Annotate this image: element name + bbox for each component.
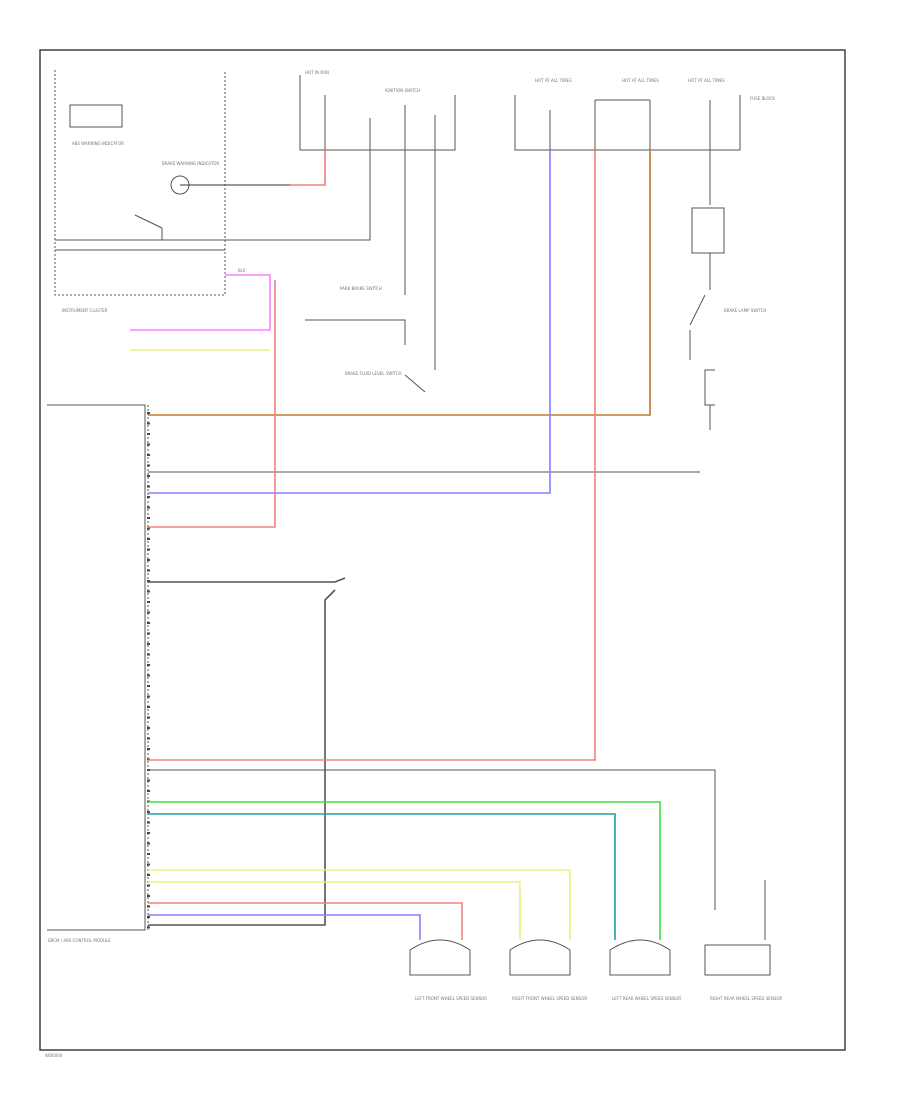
hot-at-all-times-label-3: HOT AT ALL TIMES [688, 78, 725, 83]
ebcm-pin [147, 790, 150, 792]
ebcm-pin [147, 653, 150, 656]
svg-text:BLK: BLK [238, 268, 246, 273]
footer-code: WD0000 [45, 1053, 63, 1058]
ebcm-pin [147, 475, 150, 477]
brake-lamp-switch-circuit: BRAKE LAMP SWITCH [689, 150, 766, 430]
ebcm-pin [147, 779, 150, 782]
ebcm-pin [147, 811, 150, 813]
ebcm-pin [147, 832, 150, 834]
ebcm-pin [147, 748, 150, 750]
ebcm-pin [147, 580, 150, 582]
ebcm-pin [147, 611, 150, 614]
ebcm-pin [147, 632, 150, 635]
ebcm-pin [147, 412, 150, 414]
ebcm-pin [147, 716, 150, 719]
ebcm-pin [147, 433, 150, 435]
ebcm-pin [147, 643, 150, 645]
svg-text:LEFT FRONT WHEEL SPEED SENSOR: LEFT FRONT WHEEL SPEED SENSOR [415, 996, 487, 1001]
ebcm-pin [147, 695, 150, 698]
brake-fluid-level-switch-label: BRAKE FLUID LEVEL SWITCH [345, 371, 402, 376]
abs-warning-indicator-label: ABS WARNING INDICATOR [72, 141, 124, 146]
brake-lamp-switch-label: BRAKE LAMP SWITCH [724, 308, 766, 313]
brake-warning-indicator-label: BRAKE WARNING INDICATOR [162, 161, 220, 166]
ebcm-pin [147, 422, 150, 425]
svg-text:RIGHT REAR WHEEL SPEED SENSOR: RIGHT REAR WHEEL SPEED SENSOR [710, 996, 782, 1001]
wire-red-cluster [148, 280, 276, 528]
ebcm-pin [147, 559, 150, 561]
ebcm-pin [147, 548, 150, 551]
instrument-cluster: ABS WARNING INDICATOR BRAKE WARNING INDI… [54, 70, 246, 313]
ebcm-pin [147, 874, 150, 876]
ebcm-pin [147, 884, 150, 887]
ebcm-pin [147, 443, 150, 446]
wires [130, 150, 766, 940]
ebcm-pin [147, 538, 150, 540]
ebcm-pin [147, 926, 150, 929]
wire-teal [148, 813, 616, 940]
wire-blue [148, 150, 551, 494]
ebcm-pin [147, 506, 150, 509]
wire-yellow-sensor-1 [148, 869, 571, 940]
hot-at-all-times-label-2: HOT AT ALL TIMES [622, 78, 659, 83]
diagram-border [39, 49, 846, 1051]
wire-pink [130, 274, 271, 331]
lf-wheel-speed-sensor: LEFT FRONT WHEEL SPEED SENSOR [409, 939, 487, 1001]
svg-text:RIGHT FRONT WHEEL SPEED SENSOR: RIGHT FRONT WHEEL SPEED SENSOR [512, 996, 587, 1001]
wire-red-sensor [148, 902, 463, 940]
wire-orange [148, 150, 651, 416]
ebcm-pin [147, 601, 150, 603]
ebcm-pin [147, 853, 150, 855]
ebcm-pin [147, 821, 150, 824]
ebcm-pin [147, 727, 150, 729]
ebcm-pin [147, 842, 150, 845]
ebcm-label: EBCM / ABS CONTROL MODULE [48, 938, 111, 943]
ebcm-pin [147, 674, 150, 677]
ignition-switch-label: IGNITION SWITCH [385, 88, 420, 93]
park-brake-switch-label: PARK BRAKE SWITCH [340, 286, 382, 291]
ebcm-pin [147, 569, 150, 572]
wire-yellow-sensor-2 [148, 881, 521, 940]
ebcm-pin [147, 706, 150, 708]
ebcm-pin [147, 895, 150, 897]
ebcm-module: EBCM / ABS CONTROL MODULE [47, 404, 150, 943]
ebcm-pin [147, 517, 150, 519]
ebcm-pin [147, 905, 150, 908]
ebcm-pin [147, 485, 150, 488]
ebcm-pin [147, 454, 150, 456]
ebcm-pin [147, 685, 150, 687]
lr-wheel-speed-sensor: LEFT REAR WHEEL SPEED SENSOR [609, 939, 681, 1001]
wire-blue-sensor [148, 914, 421, 940]
wire-green [148, 801, 661, 940]
wheel-speed-sensors: LEFT FRONT WHEEL SPEED SENSOR RIGHT FRON… [409, 939, 782, 1001]
svg-text:LEFT REAR WHEEL SPEED SENSOR: LEFT REAR WHEEL SPEED SENSOR [612, 996, 681, 1001]
ebcm-pin [147, 622, 150, 624]
fuse-block-label: FUSE BLOCK [750, 96, 775, 101]
rf-wheel-speed-sensor: RIGHT FRONT WHEEL SPEED SENSOR [509, 939, 587, 1001]
ebcm-pin [147, 590, 150, 593]
ebcm-pin [147, 863, 150, 866]
wire-black-ground [148, 577, 346, 583]
ebcm-pin [147, 464, 150, 467]
wire-red-long [148, 150, 596, 761]
ebcm-pin [147, 527, 150, 530]
ebcm-pin [147, 916, 150, 918]
rr-wheel-speed-sensor: RIGHT REAR WHEEL SPEED SENSOR [704, 944, 782, 1001]
instrument-cluster-label: INSTRUMENT CLUSTER [62, 308, 108, 313]
hot-at-all-times-label-1: HOT AT ALL TIMES [535, 78, 572, 83]
ebcm-pin [147, 664, 150, 666]
ebcm-pin [147, 737, 150, 740]
ignition-section: HOT IN RUN IGNITION SWITCH PARK BRAKE SW… [55, 70, 456, 393]
ebcm-pin [147, 496, 150, 498]
hot-run-label: HOT IN RUN [305, 70, 329, 75]
fuse-block: HOT AT ALL TIMES HOT AT ALL TIMES HOT AT… [514, 78, 775, 151]
